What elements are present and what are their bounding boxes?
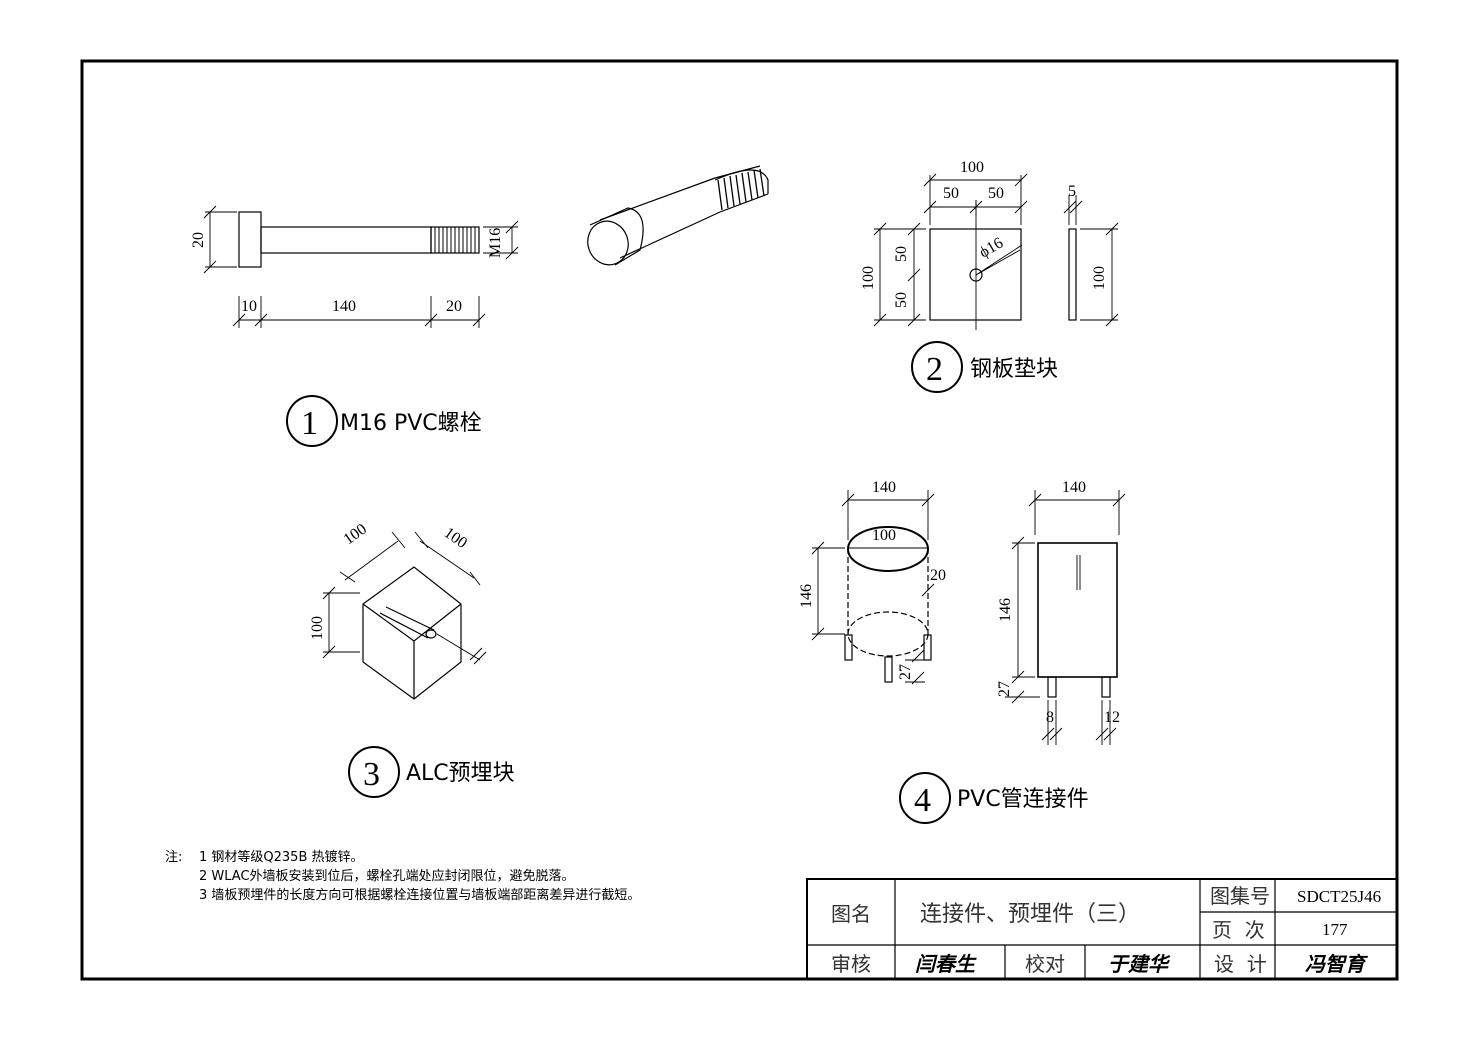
dim-block-depth-b: 100 [441, 524, 470, 552]
detail-4-number: 4 [914, 782, 931, 819]
drawing-title: 连接件、预埋件（三） [920, 902, 1140, 927]
dim-connector-height-a: 146 [798, 584, 815, 608]
check-signature: 于建华 [1108, 952, 1171, 976]
note-item: 2 WLAC外墙板安装到位后，螺栓孔端处应封闭限位，避免脱落。 [199, 868, 575, 884]
dim-connector-height-b: 146 [997, 598, 1014, 622]
dim-plate-half-b: 50 [988, 185, 1004, 202]
detail-2-plate: ϕ16 100 50 50 100 50 50 5 100 2 钢板垫块 [860, 159, 1119, 393]
detail-1-marker [286, 395, 338, 447]
notes-prefix: 注: [165, 850, 182, 865]
detail-2-marker [911, 341, 963, 393]
check-label: 校对 [1025, 952, 1065, 976]
sheet-border [80, 59, 1399, 981]
detail-3-marker [348, 746, 400, 798]
dim-plate-side-height: 100 [1091, 266, 1108, 290]
atlas-number: SDCT25J46 [1297, 887, 1381, 906]
review-signature: 闫春生 [915, 952, 977, 976]
dim-plate-vhalf-b: 50 [893, 292, 910, 308]
dim-leg-dia-a: 8 [1046, 709, 1054, 726]
dim-plate-height: 100 [860, 266, 877, 290]
dim-plate-half-a: 50 [943, 185, 959, 202]
detail-3-title: ALC预埋块 [406, 761, 515, 786]
dim-connector-inner: 100 [872, 527, 896, 544]
notes: 注: 1 钢材等级Q235B 热镀锌。 2 WLAC外墙板安装到位后，螺栓孔端处… [165, 849, 640, 903]
detail-1-number: 1 [301, 405, 318, 442]
note-item: 1 钢材等级Q235B 热镀锌。 [199, 849, 364, 865]
dim-leg-dia-b: 12 [1104, 709, 1120, 726]
detail-1-title: M16 PVC螺栓 [340, 411, 482, 436]
detail-2-title: 钢板垫块 [970, 357, 1058, 382]
detail-2-number: 2 [926, 351, 943, 388]
dim-thread: M16 [487, 228, 504, 258]
dim-connector-wall: 20 [930, 567, 946, 584]
detail-3-block: 100 100 100 3 ALC预埋块 [309, 521, 515, 798]
dim-connector-width-a: 140 [872, 479, 896, 496]
detail-3-number: 3 [363, 756, 380, 793]
dim-connector-leg-b: 27 [996, 681, 1013, 697]
detail-1-bolt: 20 M16 10 140 20 1 M16 PVC螺栓 [190, 165, 769, 447]
page-number: 177 [1322, 920, 1348, 939]
dim-block-depth-a: 100 [341, 521, 370, 549]
note-item: 3 墙板预埋件的长度方向可根据螺栓连接位置与墙板端部距离差异进行截短。 [199, 887, 640, 903]
dim-plate-vhalf-a: 50 [893, 246, 910, 262]
detail-4-title: PVC管连接件 [957, 787, 1089, 812]
design-label: 设 计 [1214, 952, 1267, 976]
dim-head: 10 [241, 298, 257, 315]
dim-bolt-height: 20 [190, 232, 207, 248]
atlas-label: 图集号 [1210, 884, 1270, 908]
dim-connector-width-b: 140 [1062, 479, 1086, 496]
design-signature: 冯智育 [1305, 952, 1368, 976]
dim-plate-thickness: 5 [1068, 183, 1076, 200]
detail-4-marker [899, 772, 951, 824]
dim-shank: 140 [332, 298, 356, 315]
page-label: 页 次 [1212, 918, 1265, 942]
title-block: 图名 连接件、预埋件（三） 图集号 SDCT25J46 页 次 177 审核 闫… [806, 878, 1398, 980]
review-label: 审核 [831, 952, 871, 976]
dim-thread-len: 20 [446, 298, 462, 315]
dim-plate-width: 100 [960, 159, 984, 176]
dim-connector-leg-a: 27 [897, 664, 914, 680]
dim-hole: ϕ16 [977, 235, 1007, 262]
title-name-label: 图名 [831, 902, 871, 926]
detail-4-connector: 140 100 20 146 27 140 146 27 8 12 4 PVC管… [798, 479, 1126, 824]
dim-block-height: 100 [309, 616, 326, 640]
